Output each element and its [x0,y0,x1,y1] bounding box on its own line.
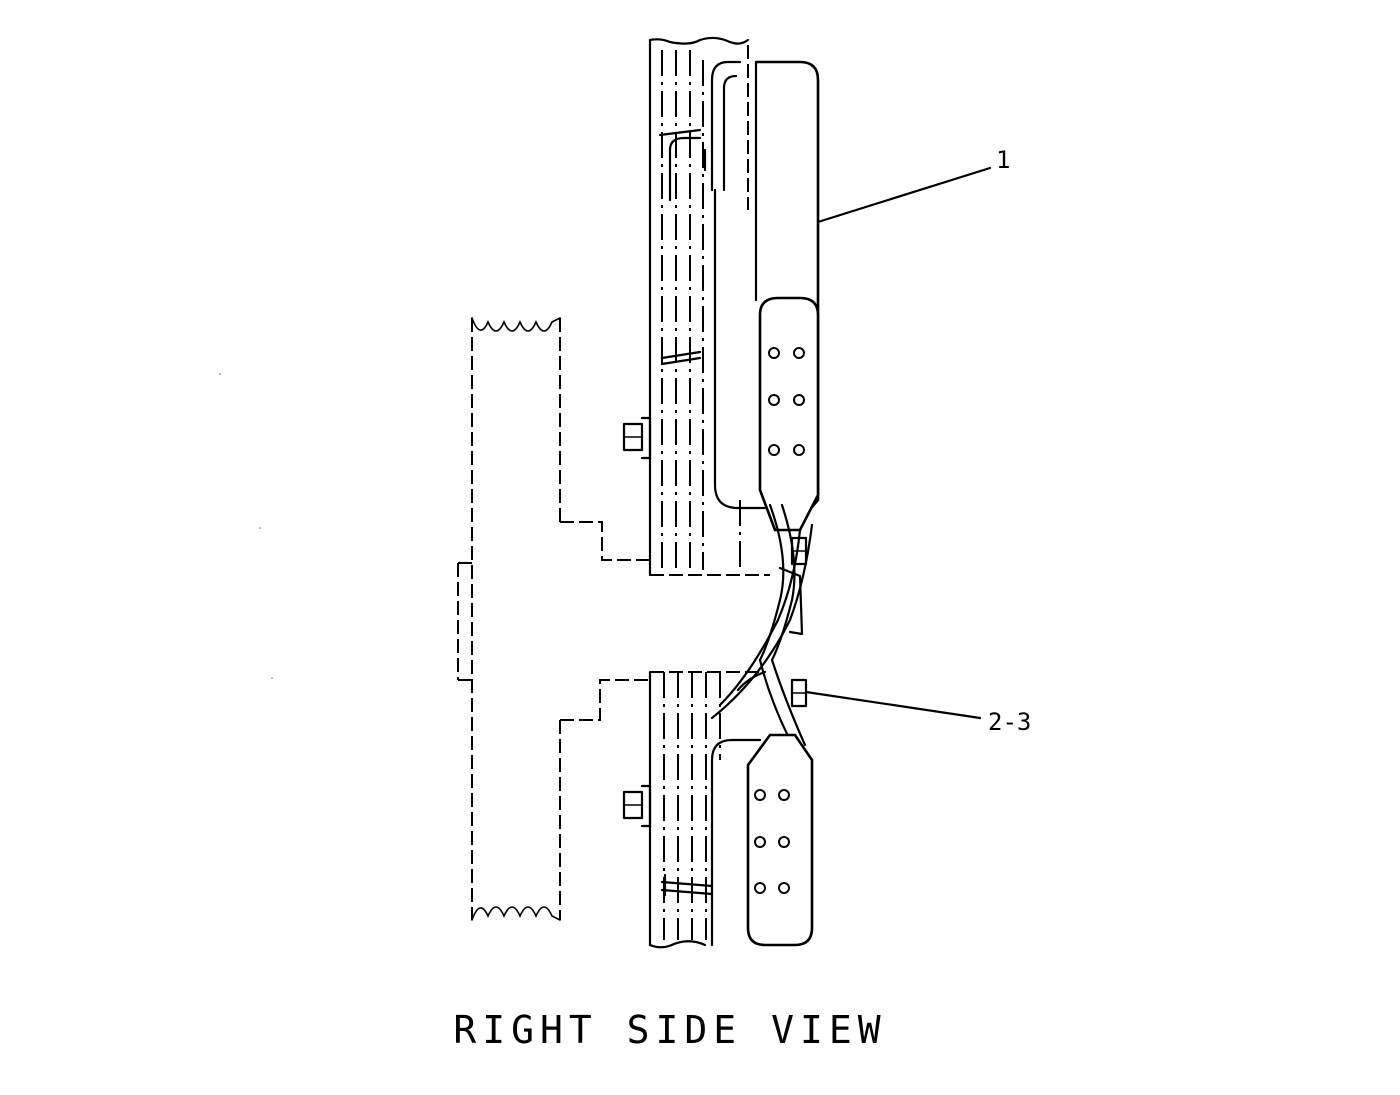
leader-lines [804,166,992,720]
lower-bolt [622,784,652,828]
upper-hook-clips [658,60,742,202]
lower-frame-rail [648,670,760,949]
view-title: RIGHT SIDE VIEW [453,1008,887,1052]
upper-bolt [622,416,652,460]
leader-line-2-3 [804,690,982,720]
callout-item-2-3: 2-3 [988,708,1032,736]
belts [710,503,814,747]
leader-line-1 [816,166,992,224]
callout-item-1: 1 [996,146,1011,174]
lower-bracket [660,733,814,947]
tensioner-nut [790,536,808,708]
pulley-phantom [457,317,650,921]
upper-bracket [660,60,820,532]
upper-frame-rail [648,36,770,577]
